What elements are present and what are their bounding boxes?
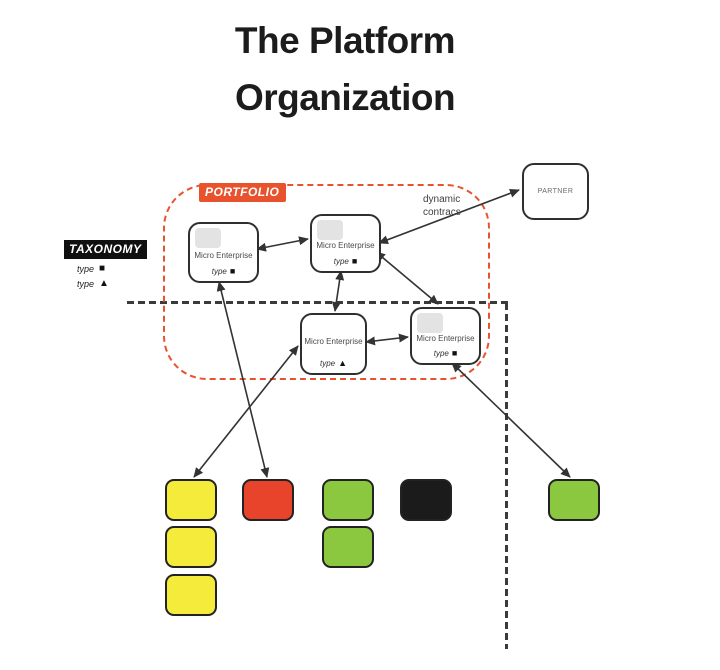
title-line-1: The Platform (234, 20, 456, 61)
node-name: Micro Enterprise (316, 241, 375, 250)
micro-enterprise-node-4: Micro Enterprise type ■ (410, 307, 481, 365)
thumbnail-placeholder (317, 220, 343, 240)
type-label: type (433, 349, 449, 358)
square-icon: ■ (351, 256, 358, 266)
thumbnail-placeholder (417, 313, 443, 333)
connector-node4-green-square (451, 362, 571, 478)
horizontal-boundary-dashed-line (127, 301, 508, 304)
micro-enterprise-node-1: Micro Enterprise type ■ (188, 222, 259, 283)
square-icon: ■ (99, 263, 106, 274)
partner-node: PARTNER (522, 163, 589, 220)
green-resource-square-far (548, 479, 600, 521)
annotation-line-1: dynamic (423, 194, 461, 205)
green-resource-square-2 (322, 526, 374, 568)
type-label: type (211, 267, 227, 276)
square-icon: ■ (451, 348, 458, 358)
green-resource-square-1 (322, 479, 374, 521)
type-label: type (333, 257, 349, 266)
micro-enterprise-node-3: Micro Enterprise type ▲ (300, 313, 367, 375)
dynamic-contracts-annotation: dynamic contracs (423, 193, 461, 219)
node-type-row: type ■ (412, 348, 479, 359)
taxonomy-legend: TAXONOMY type ■ type ▲ (64, 240, 148, 290)
annotation-line-2: contracs (423, 207, 461, 218)
red-resource-square (242, 479, 294, 521)
page-title: The Platform Organization (0, 12, 690, 126)
node-name: Micro Enterprise (304, 337, 363, 346)
taxonomy-title: TAXONOMY (64, 240, 148, 259)
node-type-row: type ▲ (302, 358, 365, 369)
vertical-boundary-dashed-line (505, 303, 508, 649)
portfolio-region (163, 184, 490, 380)
yellow-resource-square-3 (165, 574, 217, 616)
node-type-row: type ■ (312, 256, 379, 267)
thumbnail-placeholder (195, 228, 221, 248)
node-type-row: type ■ (190, 266, 257, 277)
type-label: type (319, 359, 336, 368)
taxonomy-type-label: type (77, 279, 95, 289)
taxonomy-item-square: type ■ (77, 263, 147, 275)
taxonomy-item-triangle: type ▲ (77, 278, 147, 290)
square-icon: ■ (229, 266, 236, 276)
node-name: Micro Enterprise (194, 251, 253, 260)
yellow-resource-square-1 (165, 479, 217, 521)
triangle-icon: ▲ (338, 358, 348, 368)
yellow-resource-square-2 (165, 526, 217, 568)
black-resource-square (400, 479, 452, 521)
triangle-icon: ▲ (99, 278, 109, 289)
taxonomy-type-label: type (77, 264, 95, 274)
portfolio-label: PORTFOLIO (199, 183, 287, 202)
title-line-2: Organization (234, 77, 456, 118)
micro-enterprise-node-2: Micro Enterprise type ■ (310, 214, 381, 273)
node-name: Micro Enterprise (416, 334, 475, 343)
partner-label: PARTNER (537, 188, 574, 195)
